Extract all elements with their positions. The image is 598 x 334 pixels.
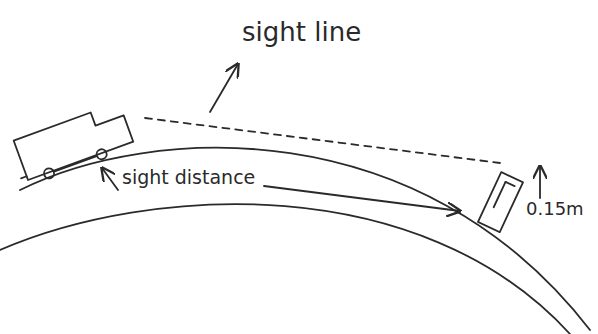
car-bumper (21, 176, 27, 178)
leader-arrow (264, 186, 460, 211)
height-arrow (539, 166, 541, 198)
object-box (478, 172, 523, 232)
object-on-road (478, 172, 523, 232)
car-wheel (43, 167, 56, 180)
car-chassis (55, 156, 96, 171)
leader-arrow (102, 168, 118, 190)
annotation-label: sight distance (122, 167, 255, 189)
car (8, 102, 135, 187)
annotation-label: 0.15m (526, 199, 584, 220)
object-detail (494, 182, 506, 207)
object-detail (506, 182, 515, 186)
car-body (14, 102, 134, 180)
leader-arrow (210, 64, 238, 112)
car-wheel (95, 148, 108, 161)
annotation-label: sight line (242, 18, 361, 48)
sight-line-dashed (145, 118, 500, 163)
road-lower-curve (0, 204, 570, 334)
road-surface-curve (20, 148, 590, 330)
